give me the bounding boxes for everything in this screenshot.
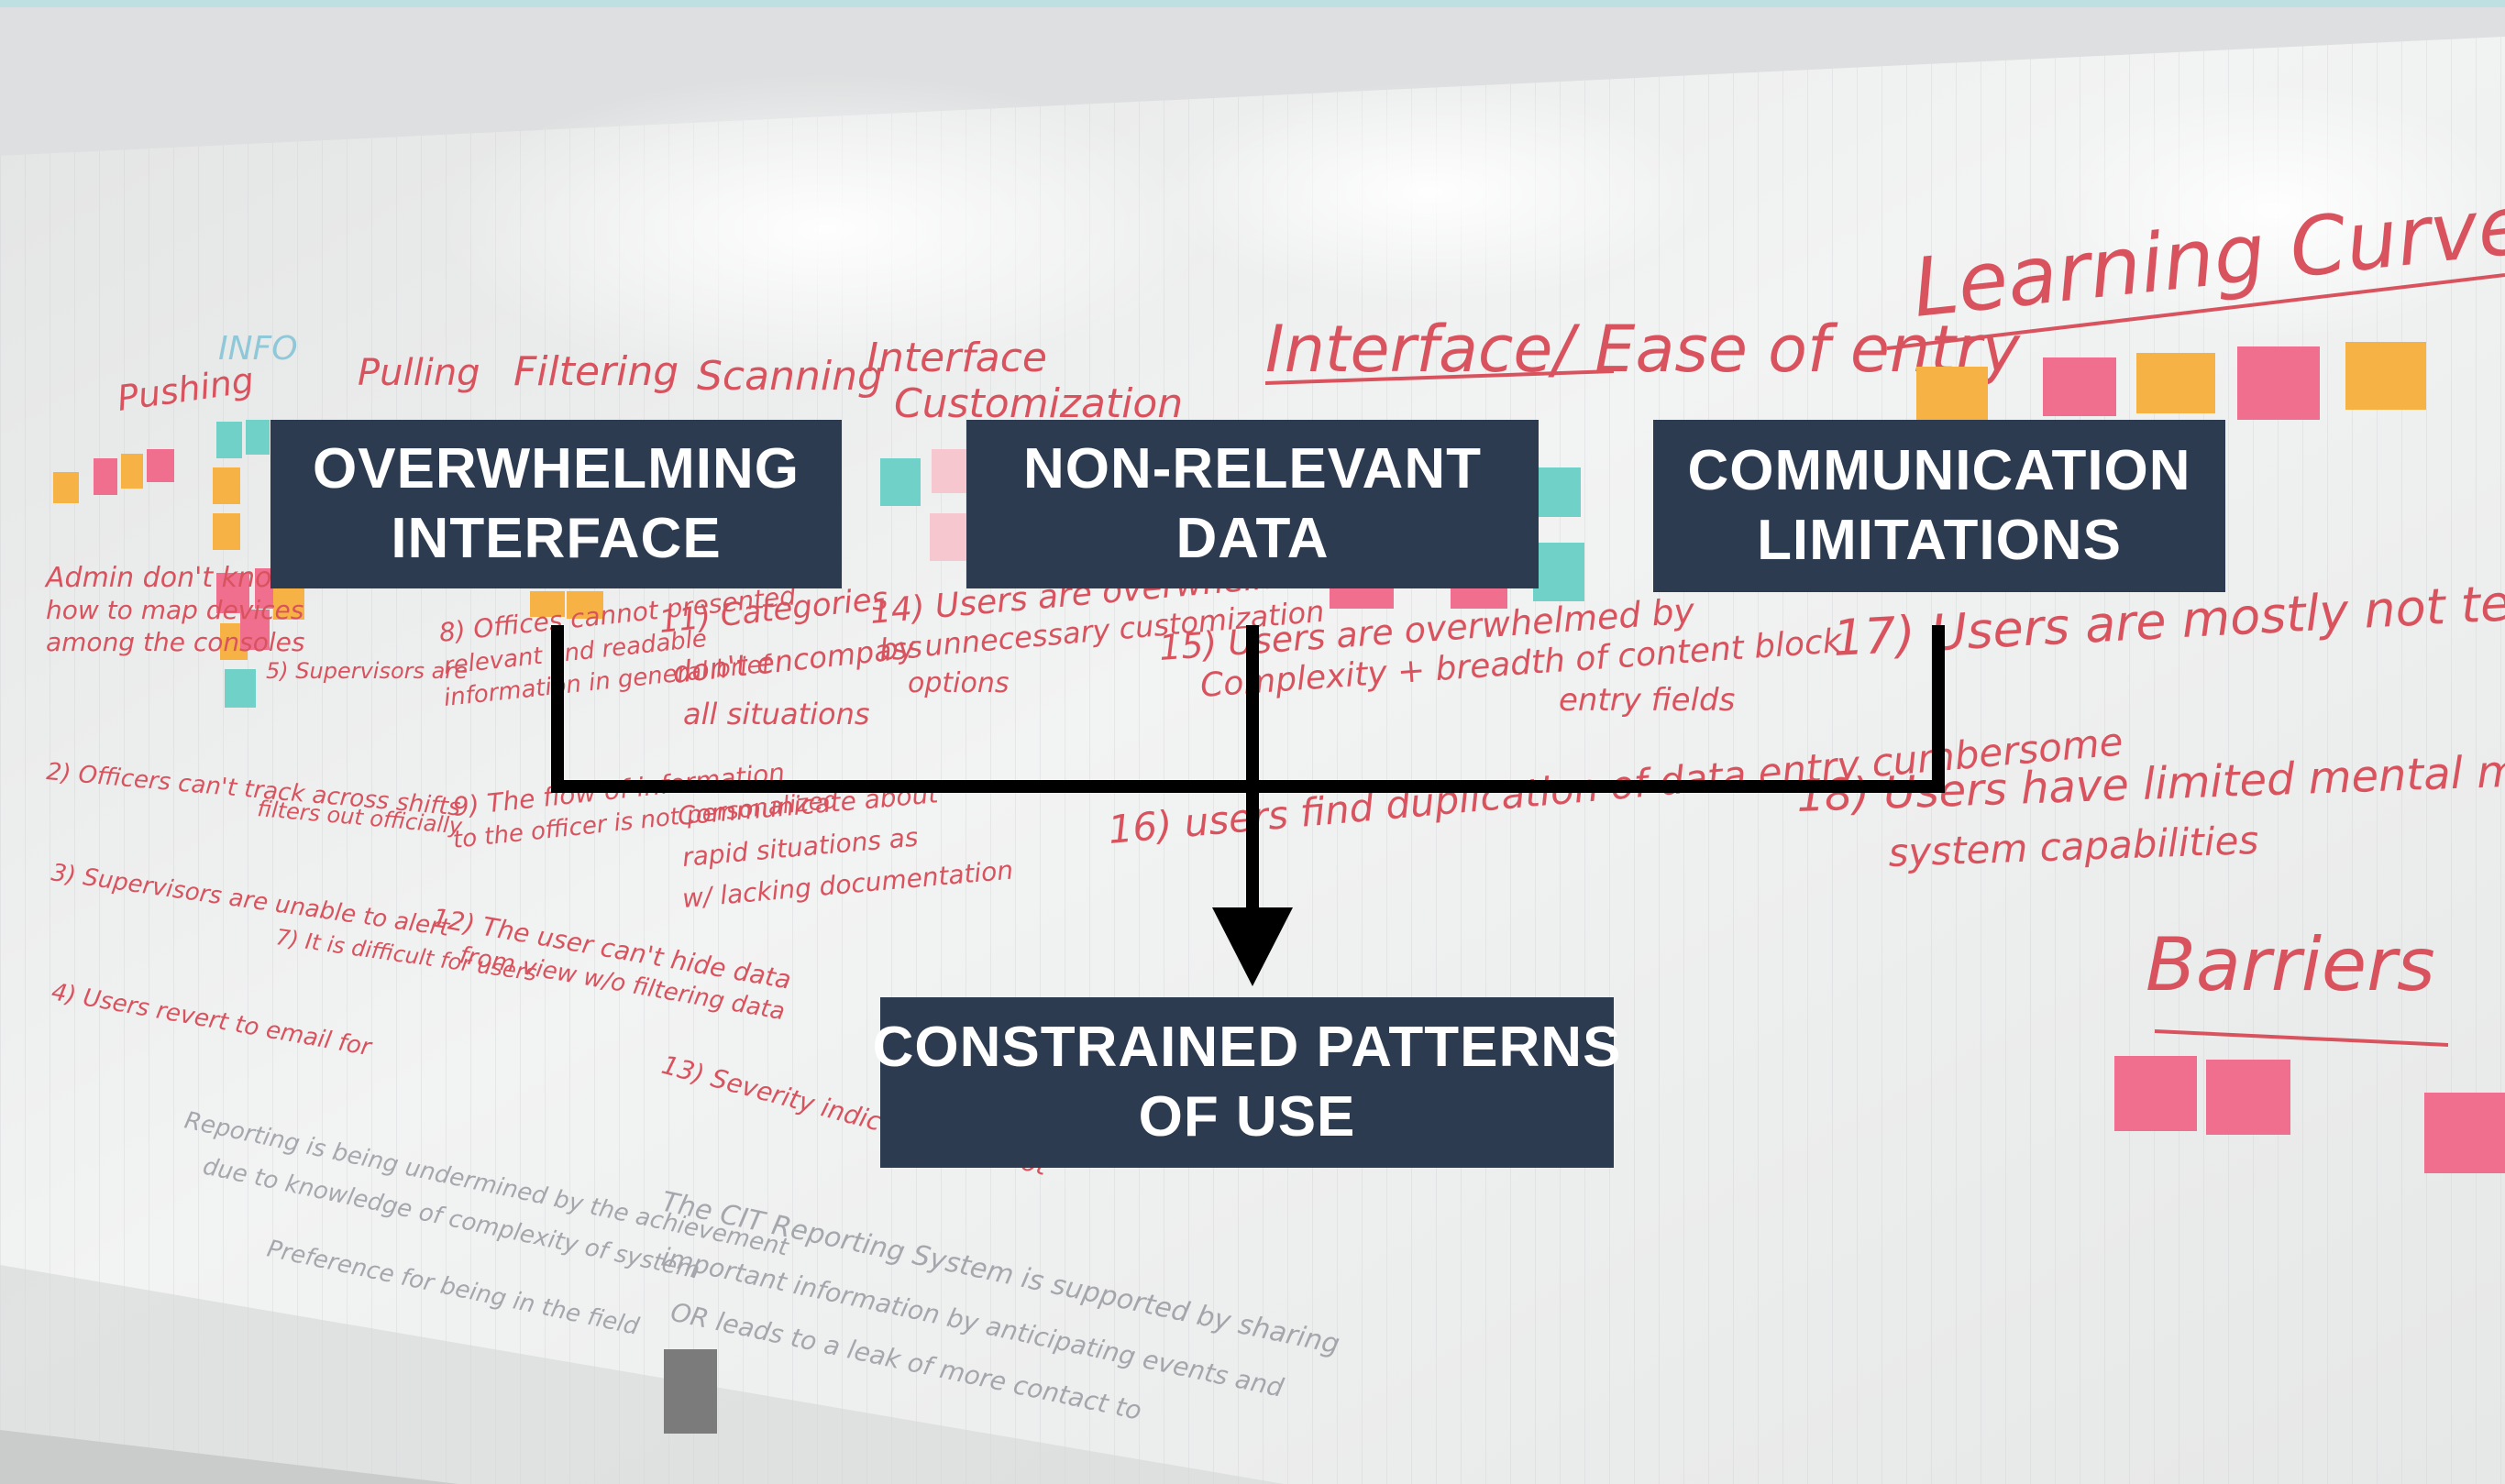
overwhelming-interface-box: OVERWHELMING INTERFACE (270, 420, 842, 588)
box-label-line-1: OVERWHELMING (313, 437, 800, 500)
barriers-heading: Barriers (2146, 922, 2435, 1007)
communication-limitations-box: COMMUNICATION LIMITATIONS (1653, 420, 2225, 592)
sticky-notes (53, 342, 2505, 1173)
box-label-line-2: OF USE (1138, 1085, 1356, 1149)
info-heading: INFO (218, 330, 298, 368)
note-admin-1: Admin don't know (44, 562, 294, 594)
note-admin-2: how to map devices (46, 595, 303, 625)
note-11-line-3: all situations (683, 697, 870, 731)
ease-of-entry-heading: Interface/ Ease of entry (1265, 312, 2022, 387)
box-label-line-2: DATA (1175, 507, 1330, 570)
box-label-line-1: NON-RELEVANT (1023, 437, 1482, 500)
note-supervisors: 5) Supervisors are (266, 658, 468, 684)
note-14-line-3: options (908, 667, 1010, 699)
note-15-line-3: entry fields (1559, 682, 1735, 719)
box-label-line-1: CONSTRAINED PATTERNS (872, 1016, 1622, 1079)
box-label-line-2: LIMITATIONS (1757, 509, 2122, 572)
box-label-line-1: COMMUNICATION (1687, 439, 2191, 502)
non-relevant-data-box: NON-RELEVANT DATA (966, 420, 1539, 588)
constrained-patterns-of-use-box: CONSTRAINED PATTERNS OF USE (873, 997, 1620, 1168)
scanning-heading: Scanning (697, 353, 883, 400)
pulling-heading: Pulling (358, 352, 480, 394)
interface-customization-heading-1: Interface (866, 335, 1047, 381)
note-admin-3: among the consoles (46, 627, 304, 657)
interface-customization-heading-2: Customization (894, 380, 1183, 427)
filtering-heading: Filtering (513, 348, 679, 395)
box-label-line-2: INTERFACE (391, 507, 722, 570)
